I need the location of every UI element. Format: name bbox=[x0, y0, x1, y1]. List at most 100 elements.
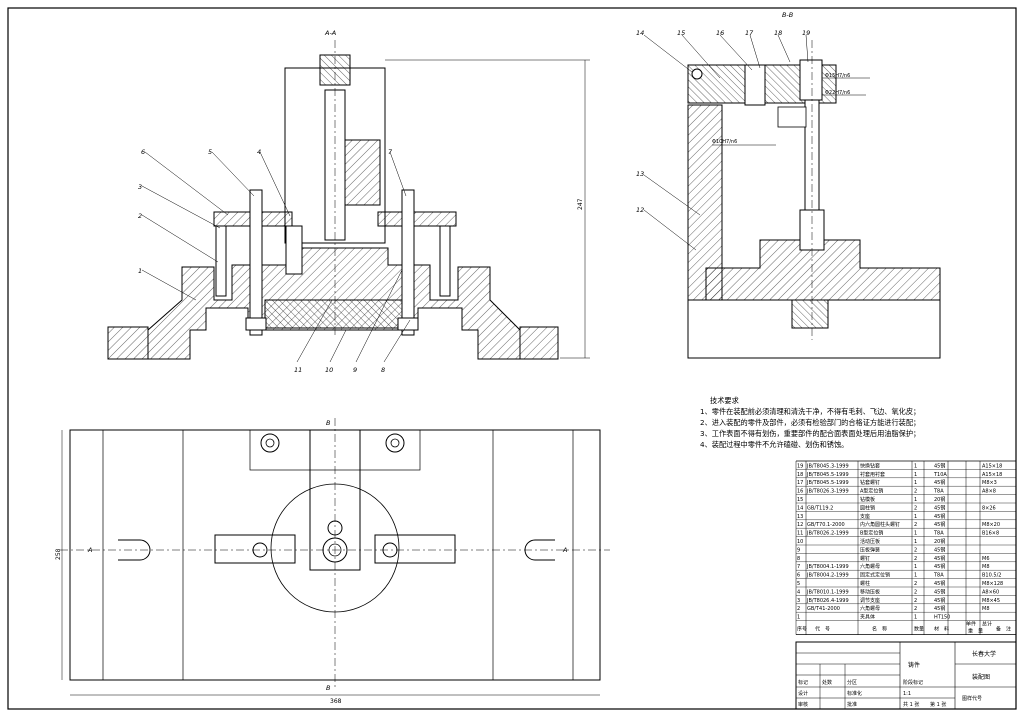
balloon-11: 11 bbox=[294, 366, 302, 374]
bom-row-name: 夹具体 bbox=[860, 614, 875, 621]
bom-row-code: GB/T41-2000 bbox=[807, 606, 840, 612]
bom-row-name: B型定位销 bbox=[860, 530, 883, 537]
plan-view: 368 258 A A B B bbox=[55, 418, 610, 705]
bom-row-note: M8×20 bbox=[982, 522, 1000, 528]
bom-row-qty: 2 bbox=[914, 522, 917, 528]
balloon-17: 17 bbox=[745, 29, 754, 37]
bom-row-qty: 1 bbox=[914, 480, 917, 486]
section-aa-view: A-A 247 bbox=[107, 29, 590, 363]
technical-notes: 技术要求 1、零件在装配前必须清理和清洗干净，不得有毛刺、飞边、氧化皮； 2、进… bbox=[700, 395, 990, 450]
bom-row-material: 45钢 bbox=[934, 563, 945, 570]
balloon-12: 12 bbox=[636, 206, 644, 214]
bom-row-code: JB/T8026.2-1999 bbox=[806, 531, 849, 537]
title-block-text: 铸件 长春大学 装配图 图样代号 标记 处数 分区 设计 标准化 审核 批准 阶… bbox=[798, 650, 996, 708]
notes-title: 技术要求 bbox=[710, 396, 739, 405]
bom-row-note: M6 bbox=[982, 556, 990, 562]
balloon-6: 6 bbox=[141, 148, 145, 156]
bom-row-name: 六角螺母 bbox=[860, 605, 880, 612]
dim-368: 368 bbox=[330, 698, 342, 705]
balloon-8: 8 bbox=[381, 366, 385, 374]
bom-header-no: 序号 bbox=[797, 626, 807, 633]
bom-row-code: GB/T70.1-2000 bbox=[807, 522, 845, 528]
bom-row-name: 调节支座 bbox=[860, 597, 880, 604]
bom-row-material: 45钢 bbox=[934, 546, 945, 553]
tb-design-label: 设计 bbox=[798, 690, 808, 697]
bom-row-no: 14 bbox=[797, 505, 803, 511]
tb-stage-label: 阶段标记 bbox=[903, 679, 923, 686]
bom-row-no: 2 bbox=[797, 606, 800, 612]
bom-row-note: A15×18 bbox=[982, 472, 1002, 478]
bom-row-qty: 2 bbox=[914, 581, 917, 587]
bom-row-no: 10 bbox=[797, 539, 803, 545]
bom-row-no: 1 bbox=[797, 615, 800, 621]
bom-row-note: M8 bbox=[982, 564, 990, 570]
bom-row-material: T10A bbox=[933, 472, 947, 478]
tb-approve-label: 批准 bbox=[847, 701, 857, 708]
bom-row-qty: 2 bbox=[914, 589, 917, 595]
bom-row-name: 活动压板 bbox=[860, 538, 880, 545]
bom-row-no: 16 bbox=[797, 489, 803, 495]
bom-header-code: 代 号 bbox=[815, 626, 830, 633]
section-bb-balloons: 14 15 16 17 18 19 13 12 bbox=[636, 29, 810, 214]
bom-row-material: 20钢 bbox=[934, 538, 945, 545]
bom-row-note: M8×128 bbox=[982, 581, 1003, 587]
bom-row-code: JB/T8045.3-1999 bbox=[806, 463, 849, 469]
mark-b-top: B bbox=[326, 419, 331, 427]
section-bb-view: B-B Φ15H7/n6 Φ22H7/n6 Φ10H7/n6 bbox=[643, 11, 941, 359]
bom-row-note: 8×26 bbox=[982, 505, 996, 511]
bom-row-qty: 1 bbox=[914, 573, 917, 579]
bom-row-name: 快换钻套 bbox=[860, 462, 880, 469]
bom-row-no: 4 bbox=[797, 589, 800, 595]
bom-row-no: 3 bbox=[797, 598, 800, 604]
bom-row-no: 6 bbox=[797, 573, 800, 579]
balloon-3: 3 bbox=[138, 183, 142, 191]
mark-a-right: A bbox=[562, 546, 567, 554]
tb-std-label: 标准化 bbox=[847, 690, 862, 697]
bom-header-material: 材 料 bbox=[934, 626, 949, 633]
bom-row-note: B10.5/2 bbox=[982, 573, 1001, 579]
tb-mark-label: 标记 bbox=[798, 679, 808, 686]
bom-row-material: T8A bbox=[933, 573, 944, 579]
bom-row-code: JB/T8004.1-1999 bbox=[806, 564, 849, 570]
bom-row-name: 压板弹簧 bbox=[860, 546, 880, 553]
tb-zone-label: 分区 bbox=[847, 679, 857, 686]
fit-15: Φ15H7/n6 bbox=[825, 73, 850, 79]
bom-row-material: 45钢 bbox=[934, 462, 945, 469]
bom-row-qty: 1 bbox=[914, 539, 917, 545]
bom-row-qty: 2 bbox=[914, 606, 917, 612]
bom-row-material: 45钢 bbox=[934, 605, 945, 612]
bom-row-note: M8×3 bbox=[982, 480, 997, 486]
bom-row-qty: 2 bbox=[914, 556, 917, 562]
bom-row-material: 45钢 bbox=[934, 504, 945, 511]
bom-row-material: T8A bbox=[933, 489, 944, 495]
note-1: 1、零件在装配前必须清理和清洗干净，不得有毛刺、飞边、氧化皮； bbox=[700, 407, 921, 416]
bom-row-name: 钻套螺钉 bbox=[860, 479, 880, 486]
balloon-1: 1 bbox=[138, 267, 142, 275]
note-4: 4、装配过程中零件不允许磕碰、划伤和锈蚀。 bbox=[700, 440, 849, 449]
bom-row-name: 内六角圆柱头螺钉 bbox=[860, 521, 900, 528]
bom-row-code: JB/T8045.5-1999 bbox=[806, 472, 849, 478]
balloon-15: 15 bbox=[677, 29, 685, 37]
bom-row-note: M8×45 bbox=[982, 598, 1000, 604]
bom-row-qty: 2 bbox=[914, 598, 917, 604]
balloon-5: 5 bbox=[208, 148, 212, 156]
bom-header-unit-weight: 单件 bbox=[966, 621, 976, 628]
bom-header-weight: 重 量 bbox=[968, 628, 983, 635]
fit-10: Φ10H7/n6 bbox=[712, 139, 737, 145]
balloon-10: 10 bbox=[325, 366, 333, 374]
dim-247: 247 bbox=[577, 198, 584, 210]
bom-row-no: 5 bbox=[797, 581, 800, 587]
balloon-16: 16 bbox=[716, 29, 724, 37]
bom-row-qty: 2 bbox=[914, 547, 917, 553]
bom-row-code: GB/T119.2 bbox=[807, 505, 833, 511]
bom-row-qty: 1 bbox=[914, 463, 917, 469]
bom-row-note: M8 bbox=[982, 606, 990, 612]
bom-row-qty: 1 bbox=[914, 472, 917, 478]
bom-row-material: HT150 bbox=[934, 615, 950, 621]
bom-row-code: JB/T8026.3-1999 bbox=[806, 489, 849, 495]
mark-b-bottom: B bbox=[326, 684, 331, 692]
bom-row-note: A8×60 bbox=[982, 589, 999, 595]
balloon-2: 2 bbox=[138, 212, 142, 220]
